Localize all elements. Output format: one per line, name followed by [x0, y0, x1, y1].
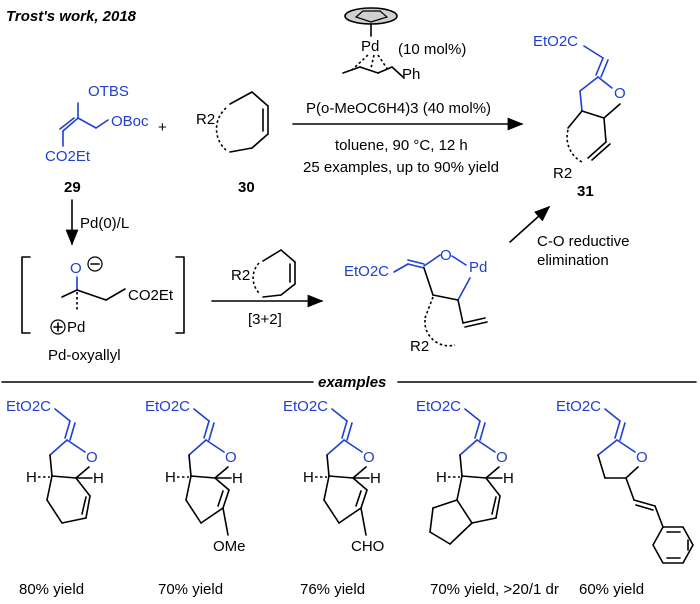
oxyallyl-pd: Pd — [67, 319, 85, 336]
example-1-h-right: H — [93, 470, 104, 487]
example-4-structure: EtO2C O H H — [416, 398, 514, 545]
example-4-h-right: H — [503, 470, 514, 487]
examples-heading: examples — [318, 374, 386, 391]
example-2-substituent: OMe — [213, 538, 246, 555]
example-3-substituent: CHO — [351, 538, 384, 555]
catalyst-ph: Ph — [402, 66, 420, 83]
compound-30-label: 30 — [238, 179, 255, 196]
pd0-label: Pd(0)/L — [80, 215, 129, 232]
example-1-yield: 80% yield — [19, 581, 84, 598]
example-4-h-left: H — [436, 469, 447, 486]
example-2-oxygen: O — [225, 449, 237, 466]
reductive-elim-line2: elimination — [537, 252, 609, 269]
r2-label-mech: R2 — [231, 267, 250, 284]
intermediate-pd: Pd — [469, 259, 487, 276]
example-5-oxygen: O — [636, 449, 648, 466]
intermediate-ester: EtO2C — [344, 263, 389, 280]
compound-29-label: 29 — [64, 179, 81, 196]
r2-label-30: R2 — [196, 111, 215, 128]
example-1-oxygen: O — [86, 449, 98, 466]
substrate-30-structure: R2 30 — [196, 91, 269, 196]
example-5-yield: 60% yield — [579, 581, 644, 598]
catalyst-loading: (10 mol%) — [398, 41, 466, 58]
example-2-h-right: H — [232, 470, 243, 487]
product-ester: EtO2C — [533, 33, 578, 50]
example-5-structure: EtO2C O — [556, 398, 694, 564]
catalyst-pd: Pd — [361, 38, 379, 55]
oxyallyl-ester: CO2Et — [128, 287, 174, 304]
example-2-yield: 70% yield — [158, 581, 223, 598]
example-5-ester: EtO2C — [556, 398, 601, 415]
cycloaddition-label: [3+2] — [248, 311, 282, 328]
example-1-structure: EtO2C O H H — [6, 398, 104, 524]
example-3-oxygen: O — [363, 449, 375, 466]
reductive-elim-line1: C-O reductive — [537, 233, 630, 250]
plus-sign: + — [158, 119, 167, 136]
reductive-elimination-arrow — [509, 205, 551, 243]
compound-31-label: 31 — [577, 183, 594, 200]
pd-oxyallyl-structure: O CO2Et Pd Pd-oxyallyl — [21, 256, 185, 364]
pd-oxyallyl-label: Pd-oxyallyl — [48, 347, 121, 364]
example-3-h-right: H — [370, 470, 381, 487]
example-1-h-left: H — [26, 469, 37, 486]
palladacycle-structure: EtO2C O Pd R2 — [344, 247, 488, 355]
otbs-label: OTBS — [88, 83, 129, 100]
example-1-ester: EtO2C — [6, 398, 51, 415]
example-3-yield: 76% yield — [300, 581, 365, 598]
catalyst-structure: Pd Ph (10 mol%) — [342, 7, 466, 83]
scheme-title: Trost's work, 2018 — [6, 8, 137, 25]
product-oxygen: O — [614, 85, 626, 102]
example-4-ester: EtO2C — [416, 398, 461, 415]
intermediate-r2: R2 — [410, 338, 429, 355]
substrate-29-structure: OTBS OBoc CO2Et + 29 — [45, 83, 167, 196]
ligand-text: P(o-MeOC6H4)3 (40 mol%) — [306, 100, 491, 117]
intermediate-oxygen: O — [440, 247, 452, 264]
example-4-yield: 70% yield, >20/1 dr — [430, 581, 559, 598]
oboc-label: OBoc — [111, 113, 149, 130]
example-3-ester: EtO2C — [283, 398, 328, 415]
example-3-structure: EtO2C O CHO H H — [283, 398, 384, 555]
co2et-label: CO2Et — [45, 148, 91, 165]
example-2-ester: EtO2C — [145, 398, 190, 415]
product-r2: R2 — [553, 165, 572, 182]
conditions-text: toluene, 90 °C, 12 h — [335, 137, 468, 154]
example-2-h-left: H — [165, 469, 176, 486]
product-31-structure: EtO2C O R2 31 — [533, 33, 626, 200]
scope-text: 25 examples, up to 90% yield — [303, 159, 499, 176]
cycloaddition-diene: R2 — [231, 249, 296, 298]
example-3-h-left: H — [303, 469, 314, 486]
example-2-structure: EtO2C O OMe H H — [145, 398, 246, 555]
example-4-oxygen: O — [496, 449, 508, 466]
oxyallyl-oxygen: O — [70, 260, 82, 277]
